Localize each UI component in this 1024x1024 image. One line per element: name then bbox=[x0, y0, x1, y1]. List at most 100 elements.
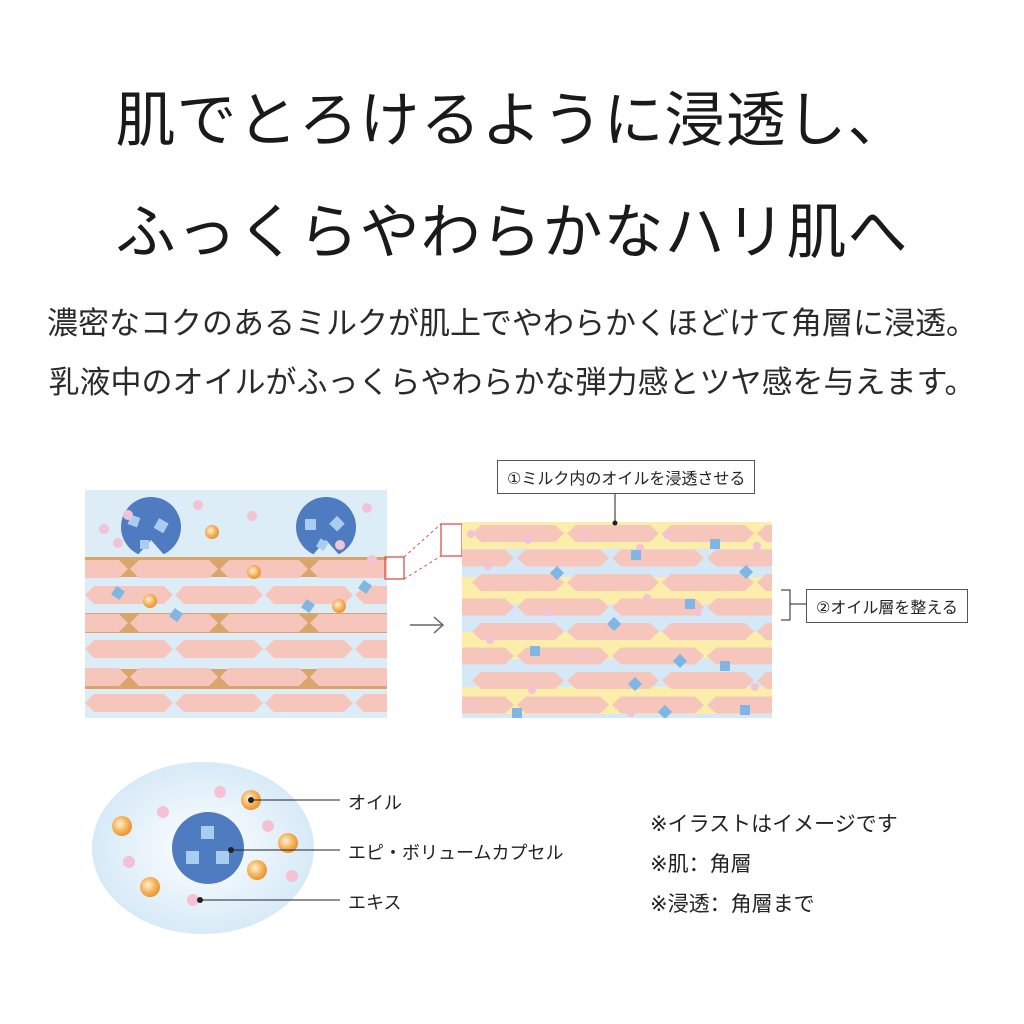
corneocyte-cell bbox=[567, 525, 659, 542]
extract-particle bbox=[486, 636, 494, 644]
capsule-fragment bbox=[530, 646, 540, 656]
corneocyte-cell bbox=[130, 614, 218, 632]
extract-particle bbox=[367, 555, 377, 565]
extract-particle bbox=[663, 531, 671, 539]
extract-particle bbox=[751, 683, 759, 691]
extract-particle bbox=[99, 524, 109, 534]
oil-drop bbox=[143, 594, 157, 608]
extract-particle bbox=[247, 511, 257, 521]
capsule-fragment bbox=[740, 705, 750, 715]
corneocyte-cell bbox=[462, 696, 514, 714]
corneocyte-cell bbox=[757, 525, 772, 542]
extract-particle bbox=[466, 700, 474, 708]
capsule-fragment bbox=[672, 653, 688, 669]
legend-oil: オイル bbox=[348, 793, 402, 814]
corneocyte-cell bbox=[355, 694, 387, 712]
legend-extract: エキス bbox=[348, 893, 402, 914]
capsule-fragment bbox=[720, 661, 730, 671]
extract-particle bbox=[528, 686, 536, 694]
extract-particle bbox=[524, 536, 532, 544]
oil-drop bbox=[247, 565, 261, 579]
extract-particle bbox=[123, 856, 135, 868]
corneocyte-cell bbox=[707, 549, 772, 567]
note-penetration: ※浸透：角層まで bbox=[650, 892, 815, 916]
subtext-line-1: 濃密なコクのあるミルクが肌上でやわらかくほどけて角層に浸透。 bbox=[47, 306, 977, 342]
legend-capsule: エピ・ボリュームカプセル bbox=[348, 843, 564, 864]
corneocyte-cell bbox=[85, 560, 128, 578]
extract-particle bbox=[694, 608, 702, 616]
corneocyte-cell bbox=[265, 694, 353, 712]
corneocyte-cell bbox=[130, 560, 218, 578]
oil-drop bbox=[112, 816, 132, 836]
corneocyte-cell bbox=[265, 640, 353, 658]
extract-particle bbox=[582, 651, 590, 659]
corneocyte-cell bbox=[517, 696, 609, 714]
corneocyte-cell bbox=[707, 598, 772, 616]
capsule-illustration bbox=[92, 762, 340, 934]
corneocyte-cell bbox=[220, 560, 308, 578]
skin-after-panel bbox=[462, 522, 772, 718]
corneocyte-cell bbox=[757, 672, 772, 689]
extract-particle bbox=[123, 510, 133, 520]
extract-particle bbox=[580, 530, 588, 538]
corneocyte-cell bbox=[472, 623, 564, 640]
corneocyte-cell bbox=[517, 598, 609, 616]
corneocyte-cell bbox=[85, 694, 173, 712]
extract-particle bbox=[113, 538, 123, 548]
capsule-fragment bbox=[657, 704, 673, 718]
capsule-fragment bbox=[169, 608, 183, 622]
extract-particle bbox=[753, 542, 761, 550]
capsule-fragment bbox=[358, 580, 372, 594]
corneocyte-cell bbox=[472, 672, 564, 689]
arrow-right-icon bbox=[410, 616, 445, 634]
corneocyte-cell bbox=[567, 623, 659, 640]
capsule-fragment bbox=[549, 565, 565, 581]
corneocyte-cell bbox=[472, 525, 564, 542]
oil-drop bbox=[332, 599, 346, 613]
callout-1-leader bbox=[612, 492, 618, 526]
capsule-fragment bbox=[738, 564, 754, 580]
particles-right bbox=[466, 530, 761, 718]
oil-drop bbox=[247, 860, 267, 880]
capsule-fragment bbox=[512, 708, 522, 718]
stratum-corneum-cells-left bbox=[85, 557, 387, 712]
corneocyte-cell bbox=[612, 696, 704, 714]
callout-oil-layer: ②オイル層を整える bbox=[806, 589, 968, 623]
oil-drop bbox=[278, 833, 298, 853]
extract-particle bbox=[335, 540, 345, 550]
corneocyte-cell bbox=[662, 672, 754, 689]
corneocyte-cell bbox=[472, 574, 564, 591]
subtext-line-2: 乳液中のオイルがふっくらやわらかな弾力感とツヤ感を与えます。 bbox=[48, 365, 976, 401]
corneocyte-cell bbox=[517, 549, 609, 567]
corneocyte-cell bbox=[175, 640, 263, 658]
headline-line-2: ふっくらやわらかなハリ肌へ bbox=[115, 198, 909, 268]
corneocyte-cell bbox=[175, 586, 263, 604]
corneocyte-cell bbox=[85, 614, 128, 632]
note-skin: ※肌：角層 bbox=[650, 852, 752, 876]
particles-left bbox=[99, 500, 377, 622]
corneocyte-cell bbox=[662, 623, 754, 640]
corneocyte-cell bbox=[707, 647, 772, 665]
capsule-fragment bbox=[606, 616, 622, 632]
corneocyte-cell bbox=[85, 640, 173, 658]
note-illustration: ※イラストはイメージです bbox=[650, 812, 898, 836]
zoom-indicator bbox=[384, 523, 463, 580]
corneocyte-cell bbox=[567, 672, 659, 689]
oil-drop bbox=[140, 877, 160, 897]
skin-before-panel bbox=[85, 490, 387, 718]
epi-volume-capsule bbox=[172, 812, 244, 884]
corneocyte-cell bbox=[220, 668, 308, 686]
corneocyte-cell bbox=[85, 668, 128, 686]
capsule-fragment bbox=[710, 539, 720, 549]
extract-particle bbox=[262, 820, 274, 832]
corneocyte-cell bbox=[175, 694, 263, 712]
corneocyte-cell bbox=[310, 668, 387, 686]
extract-particle bbox=[643, 594, 651, 602]
corneocyte-cell bbox=[662, 574, 754, 591]
corneocyte-cell bbox=[612, 549, 704, 567]
corneocyte-cell bbox=[462, 549, 514, 567]
callout-penetrate-oil: ①ミルク内のオイルを浸透させる bbox=[497, 460, 756, 494]
corneocyte-cell bbox=[612, 647, 704, 665]
capsule-fragment bbox=[301, 599, 315, 613]
